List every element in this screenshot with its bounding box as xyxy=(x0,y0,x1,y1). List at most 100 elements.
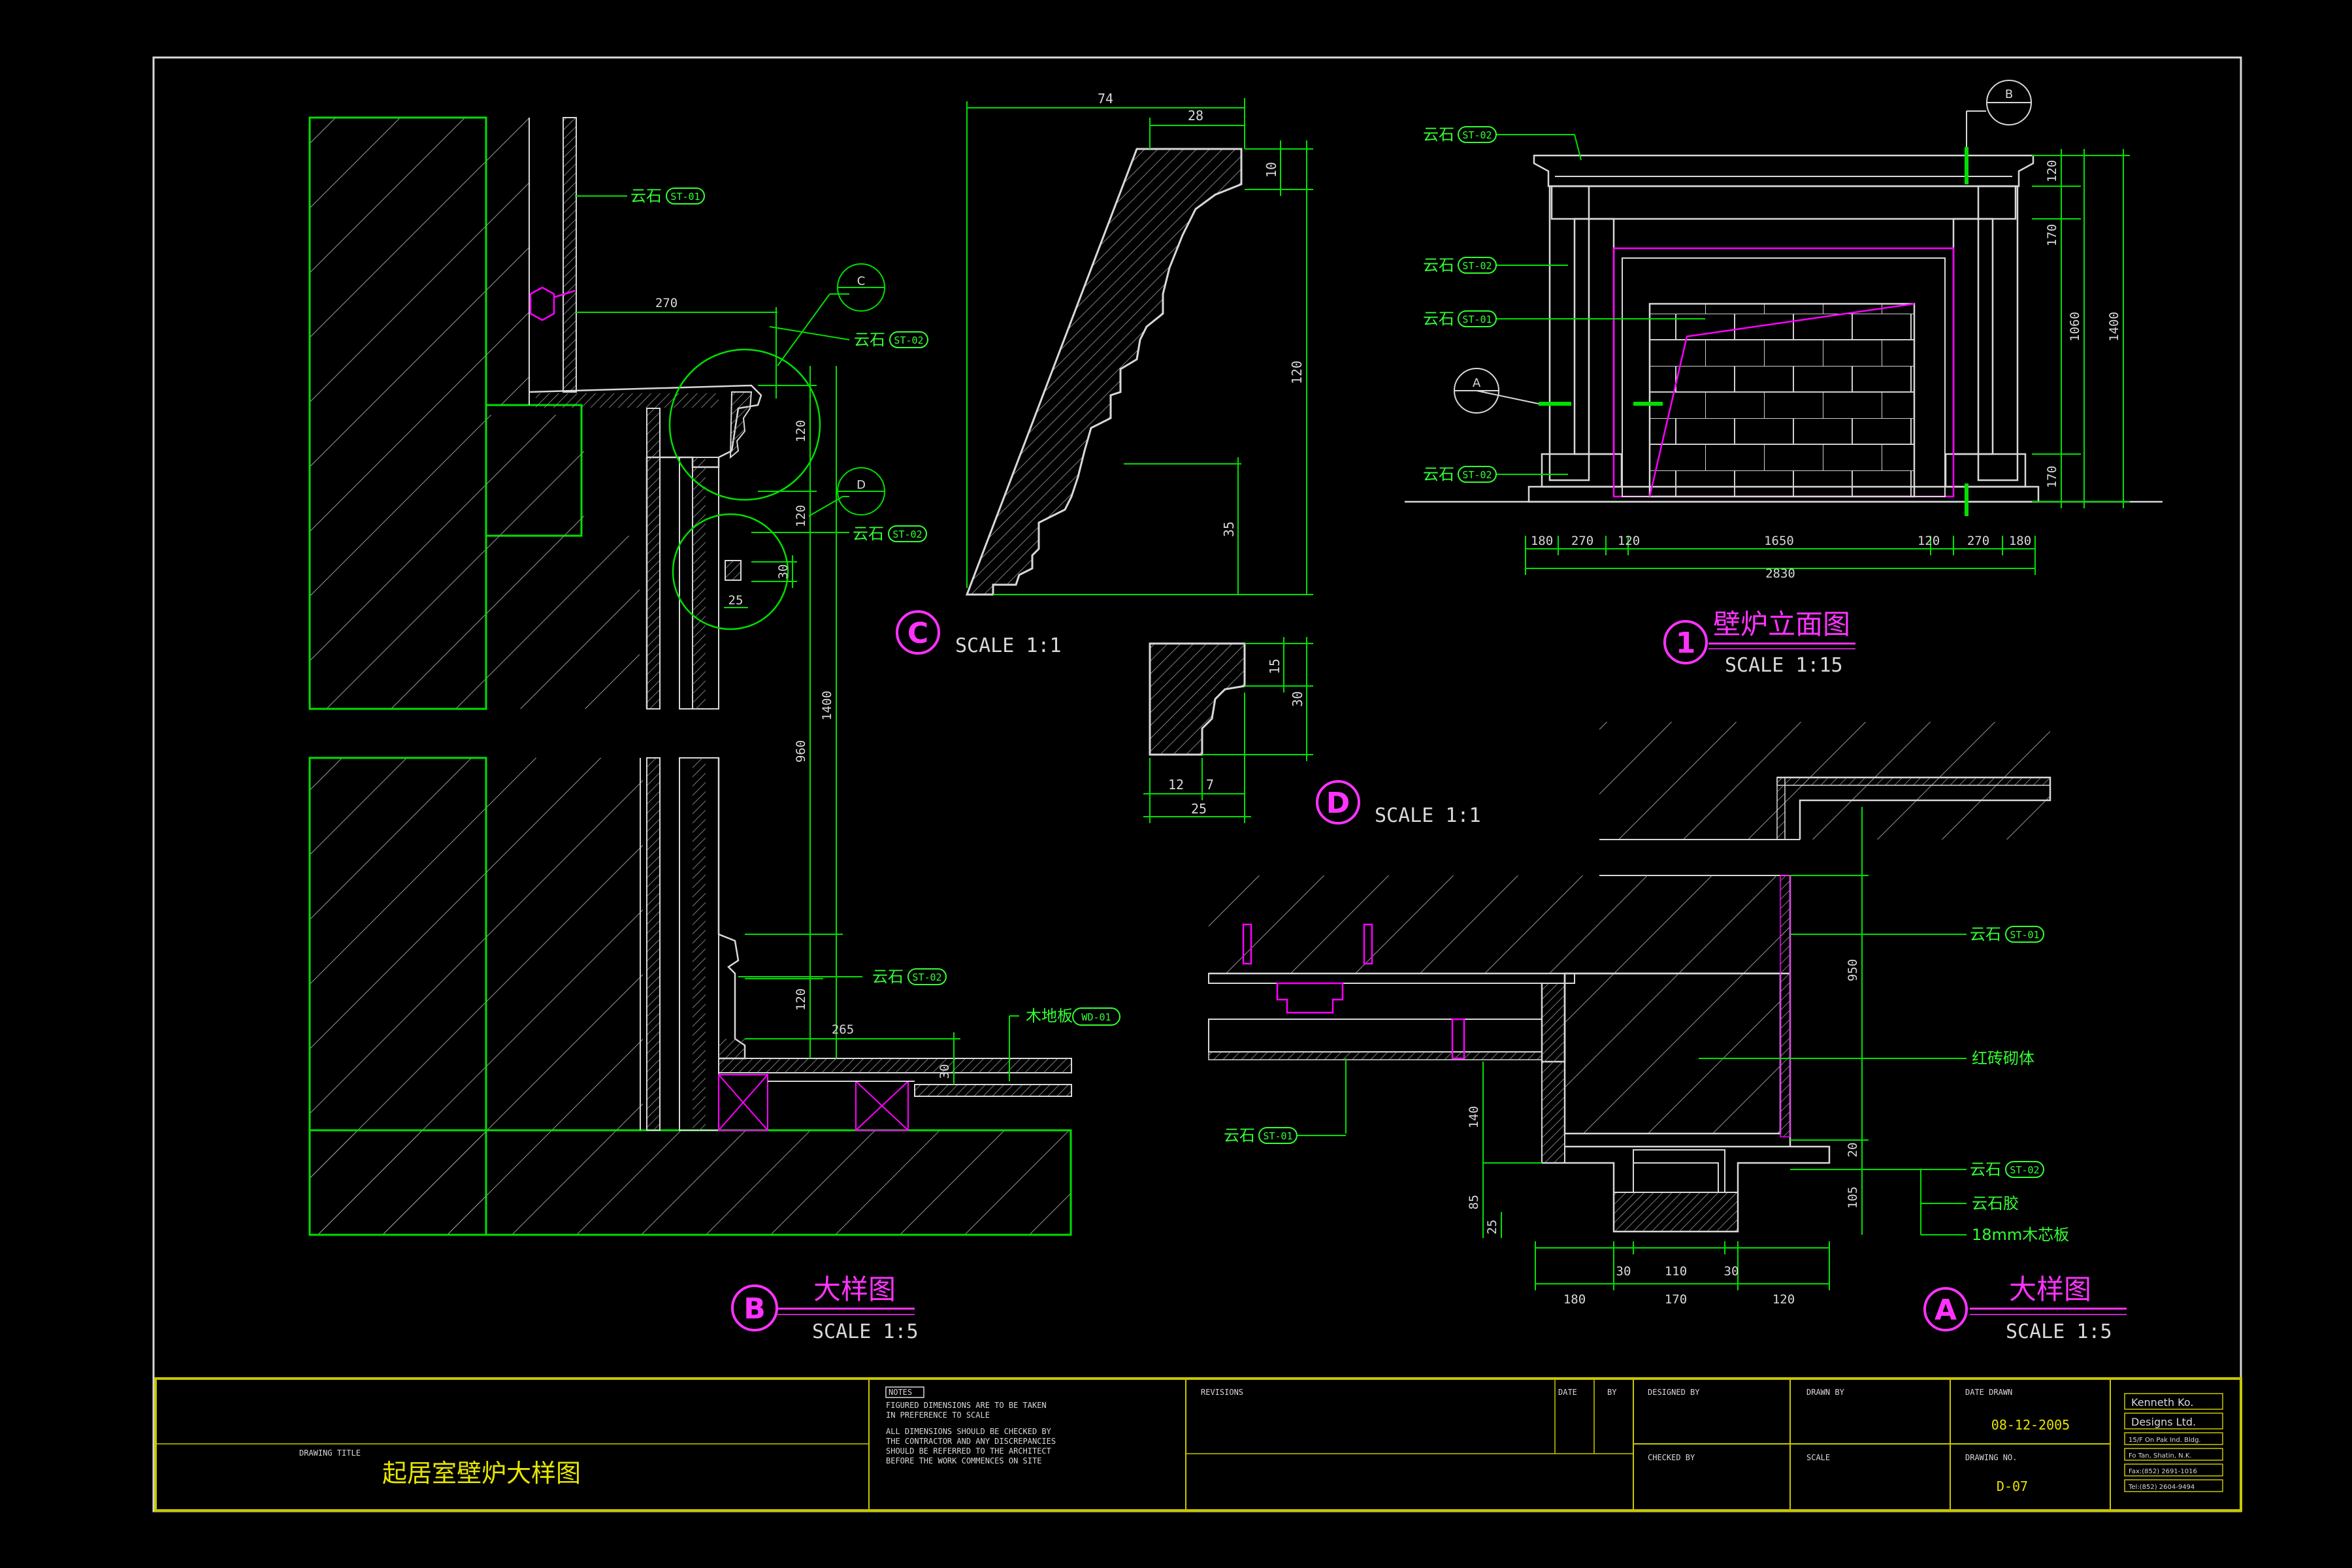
slab-top-stone xyxy=(1776,777,2051,786)
dim-e-b3: 1650 xyxy=(1764,534,1794,548)
detail-a-marker: A xyxy=(1935,1294,1957,1327)
step-stone-a xyxy=(1541,983,1565,1164)
dim-a-25: 25 xyxy=(1485,1220,1499,1235)
firebox-brick xyxy=(1648,302,1916,498)
tb-note-0: FIGURED DIMENSIONS ARE TO BE TAKEN xyxy=(886,1401,1047,1410)
floor-stone-strip xyxy=(718,1058,1072,1073)
dim-b-120a: 120 xyxy=(794,420,808,442)
tag-e-st02-c-text: ST-02 xyxy=(1462,469,1492,481)
wall-lower-fill xyxy=(486,758,643,1130)
marker-b-letter: B xyxy=(2005,88,2013,101)
dim-e-b4: 120 xyxy=(1918,534,1940,548)
dim-e-b5: 270 xyxy=(1967,534,1989,548)
floor-joist-1 xyxy=(718,1074,768,1131)
dims-b xyxy=(575,307,960,1085)
dim-a-30a: 30 xyxy=(1616,1264,1631,1279)
hearth-box-a xyxy=(1633,1149,1725,1193)
pilaster-left xyxy=(1548,185,1590,482)
channel-1 xyxy=(1276,982,1344,1014)
tb-designed-by-label: DESIGNED BY xyxy=(1648,1388,1700,1397)
detail-a-title: 大样图 xyxy=(2009,1273,2091,1305)
callout-b-floor: 木地板 xyxy=(1026,1007,1073,1025)
callout-b-st02-low: 云石 xyxy=(872,968,904,986)
ceiling-stone-a xyxy=(1208,1051,1543,1060)
marker-d-letter: D xyxy=(857,478,866,492)
dim-e-b6: 180 xyxy=(2009,534,2031,548)
tag-e-st02-c xyxy=(1458,466,1497,483)
pilaster-right xyxy=(1977,185,2019,482)
dim-a-110: 110 xyxy=(1665,1264,1687,1279)
dim-b-960: 960 xyxy=(794,740,808,762)
dim-a-120: 120 xyxy=(1772,1292,1795,1307)
detail-c: 74 28 10 120 35 C SCALE 1:1 xyxy=(896,91,1313,657)
dim-d-15: 15 xyxy=(1267,659,1282,674)
dim-b-120b: 120 xyxy=(794,505,808,527)
tag-b-st02-top xyxy=(889,331,928,348)
dim-c-10: 10 xyxy=(1264,162,1279,178)
tb-fax: Fax:(852) 2691-1016 xyxy=(2129,1468,2197,1475)
detail-b-title: 大样图 xyxy=(813,1273,896,1305)
marker-c-letter: C xyxy=(857,274,866,288)
tb-note-1: IN PREFERENCE TO SCALE xyxy=(886,1411,990,1420)
tag-e-st02-a xyxy=(1458,126,1497,143)
tb-by-label: BY xyxy=(1607,1388,1617,1397)
tb-scale-label: SCALE xyxy=(1806,1453,1830,1462)
tag-b-st01-text: ST-01 xyxy=(670,191,700,203)
tb-date-drawn-label: DATE DRAWN xyxy=(1965,1388,2012,1397)
detail-c-scale: SCALE 1:1 xyxy=(955,634,1062,657)
dim-d-30: 30 xyxy=(1290,691,1305,707)
callout-e-st02-c: 云石 xyxy=(1423,465,1454,483)
tb-drawn-by-label: DRAWN BY xyxy=(1806,1388,1845,1397)
dim-e-b0: 180 xyxy=(1531,534,1553,548)
hearth-core xyxy=(1633,1162,1719,1193)
callout-b-st02-top: 云石 xyxy=(854,331,885,349)
dim-b-30b: 30 xyxy=(938,1064,952,1079)
detail-a-scale: SCALE 1:5 xyxy=(2006,1320,2112,1343)
tag-a-st02-text: ST-02 xyxy=(2010,1164,2039,1176)
bead-profile-d xyxy=(1149,642,1246,756)
dim-e-r1400: 1400 xyxy=(2107,312,2121,342)
cornice-profile-b xyxy=(729,391,753,459)
jamb-layer-1 xyxy=(646,408,661,710)
title-block: DRAWING TITLE NOTES REVISIONS DATE BY DE… xyxy=(154,1377,2242,1512)
dim-a-140: 140 xyxy=(1467,1106,1481,1128)
wall-upper-fill3 xyxy=(486,118,529,405)
dim-a-950: 950 xyxy=(1846,959,1860,981)
dim-c-74: 74 xyxy=(1098,91,1113,106)
wall-upper-fill2 xyxy=(486,536,640,709)
callout-b-st01: 云石 xyxy=(630,187,662,205)
tb-notes-label: NOTES xyxy=(889,1388,912,1397)
detail-c-marker: C xyxy=(907,617,928,650)
dim-e-r170: 170 xyxy=(2045,224,2059,246)
hanger-2 xyxy=(1363,923,1373,965)
elevation-1-scale: SCALE 1:15 xyxy=(1725,654,1843,677)
tb-note-3: THE CONTRACTOR AND ANY DISCREPANCIES xyxy=(886,1437,1056,1446)
firebox-perspective xyxy=(1648,302,1915,497)
detail-c-marker-circle xyxy=(896,610,940,655)
callout-a-brick: 红砖砌体 xyxy=(1972,1049,2034,1068)
tag-b-st02-mid xyxy=(888,525,927,542)
tag-b-floor-text: WD-01 xyxy=(1081,1011,1111,1023)
callout-a-board: 18mm木芯板 xyxy=(1972,1226,2069,1244)
detail-d-marker: D xyxy=(1326,787,1350,820)
dim-a-180: 180 xyxy=(1563,1292,1586,1307)
dim-b-120c: 120 xyxy=(794,988,808,1011)
plinth-right xyxy=(1944,453,2027,488)
bead-d-b xyxy=(725,560,742,581)
tag-a-st01-l xyxy=(1258,1127,1298,1144)
tb-address-2: Fo Tan, Shatin, N.K. xyxy=(2129,1452,2192,1460)
detail-d-scale: SCALE 1:1 xyxy=(1375,804,1481,827)
dim-e-b1: 270 xyxy=(1571,534,1593,548)
elevation-1-marker: 1 xyxy=(1676,627,1696,660)
callout-e-st02-b: 云石 xyxy=(1423,256,1454,274)
callout-a-st01-r: 云石 xyxy=(1970,925,2001,943)
jamb-stone-b xyxy=(693,457,706,709)
tb-drawing-title-label: DRAWING TITLE xyxy=(299,1448,361,1458)
mantel-shelf-fill xyxy=(536,393,719,408)
callout-b-st02-mid: 云石 xyxy=(853,525,884,543)
dim-b-270: 270 xyxy=(655,296,678,310)
floor-wood xyxy=(914,1084,1072,1097)
detail-b-scale: SCALE 1:5 xyxy=(812,1320,919,1343)
base-stone xyxy=(719,1039,745,1058)
tb-date-label: DATE xyxy=(1558,1388,1577,1397)
